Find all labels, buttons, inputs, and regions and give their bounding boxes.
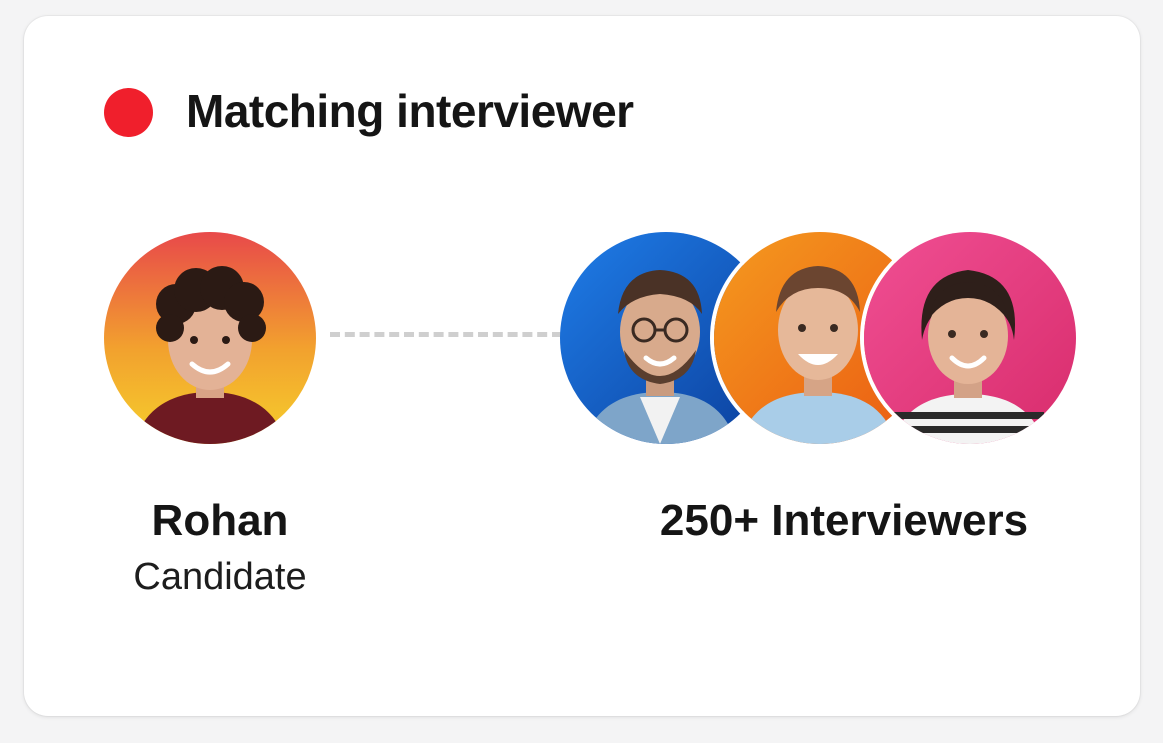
- candidate-name: Rohan: [151, 496, 289, 545]
- interviewer-avatar-stack: [560, 232, 1080, 447]
- interviewer-avatar: [560, 232, 772, 444]
- matching-card: Matching interviewer: [24, 16, 1140, 716]
- status-dot: [104, 88, 153, 137]
- interviewer-avatar: [864, 232, 1076, 444]
- card-title: Matching interviewer: [186, 85, 634, 137]
- dashed-connector: [330, 332, 562, 337]
- interviewers-count-label: 250+ Interviewers: [659, 496, 1029, 545]
- candidate-role: Candidate: [133, 556, 307, 598]
- candidate-avatar: [104, 232, 316, 444]
